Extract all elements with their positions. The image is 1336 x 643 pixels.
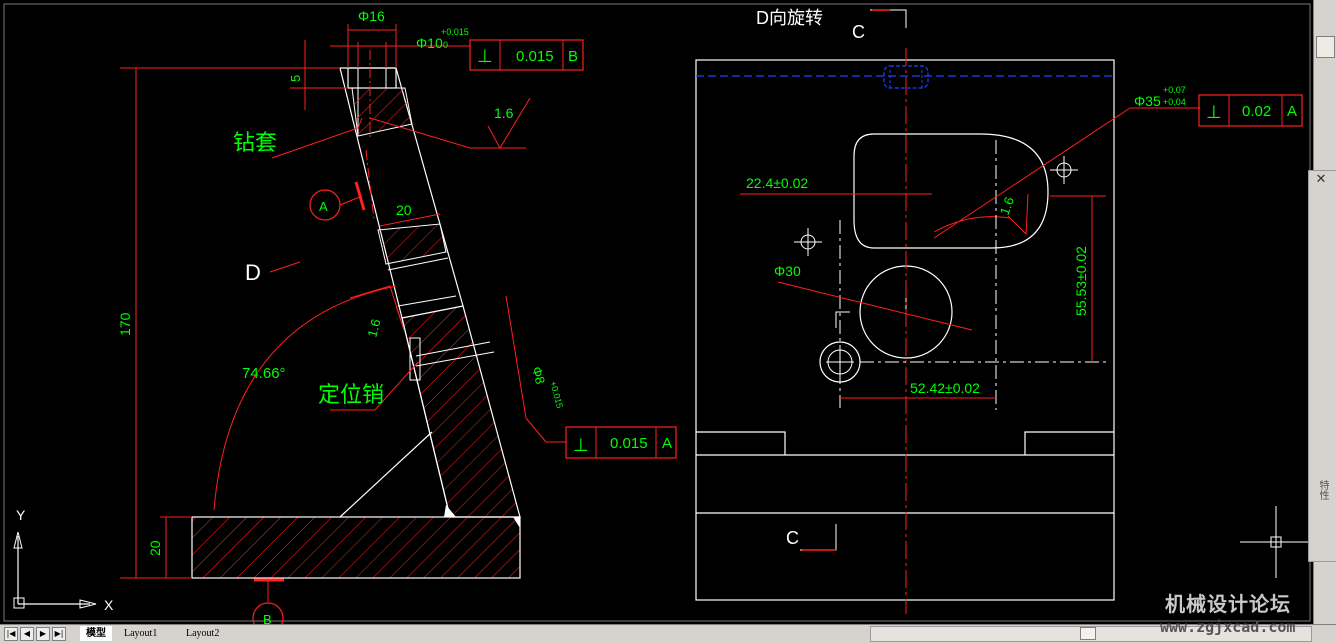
dim-phi35-tol-upper: +0.07	[1163, 85, 1186, 95]
datum-b: B	[263, 612, 272, 627]
frame-bottom-value: 0.015	[610, 435, 648, 452]
section-c-top: C	[852, 22, 865, 42]
dim-phi10: Φ10	[416, 35, 443, 51]
tolerance-frame-right	[1198, 94, 1303, 127]
frame-bottom-datum: A	[662, 435, 672, 452]
tab-layout1[interactable]: Layout1	[124, 628, 158, 639]
dim-phi8: Φ8	[529, 365, 548, 386]
tolerance-frame-bottom	[565, 426, 677, 459]
dim-phi35: Φ35	[1134, 93, 1161, 109]
dim-20-top: 20	[396, 202, 412, 218]
view-label-d: D	[245, 260, 261, 285]
dim-52-42: 52.42±0.02	[910, 380, 980, 396]
roughness-mid: 1.6	[364, 317, 383, 338]
tab-model[interactable]: 模型	[80, 626, 112, 641]
label-pin: 定位销	[318, 382, 384, 407]
label-bushing: 钻套	[233, 130, 277, 155]
tolerance-frame-top	[469, 39, 584, 71]
ucs-y-label: Y	[16, 507, 26, 523]
dim-phi10-tol-lower: 0	[443, 40, 448, 50]
first-tab-button[interactable]: |◀	[4, 627, 18, 641]
ucs-x-label: X	[104, 597, 114, 613]
dim-5: 5	[288, 75, 303, 82]
frame-right-datum: A	[1287, 103, 1297, 120]
properties-palette[interactable]	[1308, 170, 1336, 562]
horizontal-scrollbar-thumb[interactable]	[1080, 627, 1096, 640]
tab-layout2[interactable]: Layout2	[186, 628, 220, 639]
right-view	[695, 9, 1303, 614]
frame-top-datum: B	[568, 48, 578, 65]
frame-right-value: 0.02	[1242, 103, 1271, 120]
dim-55-53: 55.53±0.02	[1073, 246, 1089, 316]
roughness-top: 1.6	[494, 105, 514, 121]
frame-top-value: 0.015	[516, 48, 554, 65]
vertical-scrollbar-thumb[interactable]	[1316, 36, 1335, 58]
dim-20-base: 20	[147, 540, 163, 556]
ucs-icon	[13, 531, 97, 609]
base-plate	[191, 516, 521, 579]
section-c-bottom: C	[786, 528, 799, 548]
left-view	[120, 24, 677, 634]
roughness-right: 1.6	[997, 195, 1017, 217]
prev-tab-button[interactable]: ◀	[20, 627, 34, 641]
crosshair-cursor	[1240, 506, 1312, 578]
dim-22-4: 22.4±0.02	[746, 175, 808, 191]
palette-label: 特性	[1317, 480, 1328, 500]
dim-phi16: Φ16	[358, 8, 385, 24]
dim-phi10-tol-upper: +0.015	[441, 27, 469, 37]
dim-170: 170	[117, 312, 133, 336]
frame-right-symbol: ⊥	[1206, 102, 1222, 122]
dim-phi30: Φ30	[774, 263, 801, 279]
last-tab-button[interactable]: ▶|	[52, 627, 66, 641]
angle-label: 74.66°	[242, 365, 286, 382]
watermark-url: www.zgjxcad.com	[1160, 618, 1296, 636]
datum-a: A	[319, 199, 328, 214]
frame-bottom-symbol: ⊥	[573, 435, 589, 455]
next-tab-button[interactable]: ▶	[36, 627, 50, 641]
frame-top-symbol: ⊥	[477, 46, 493, 66]
watermark-text: 机械设计论坛	[1165, 592, 1291, 616]
palette-close-icon[interactable]: ✕	[1315, 172, 1327, 187]
dim-phi35-tol-lower: +0.04	[1163, 97, 1186, 107]
view-title: D向旋转	[756, 8, 823, 28]
